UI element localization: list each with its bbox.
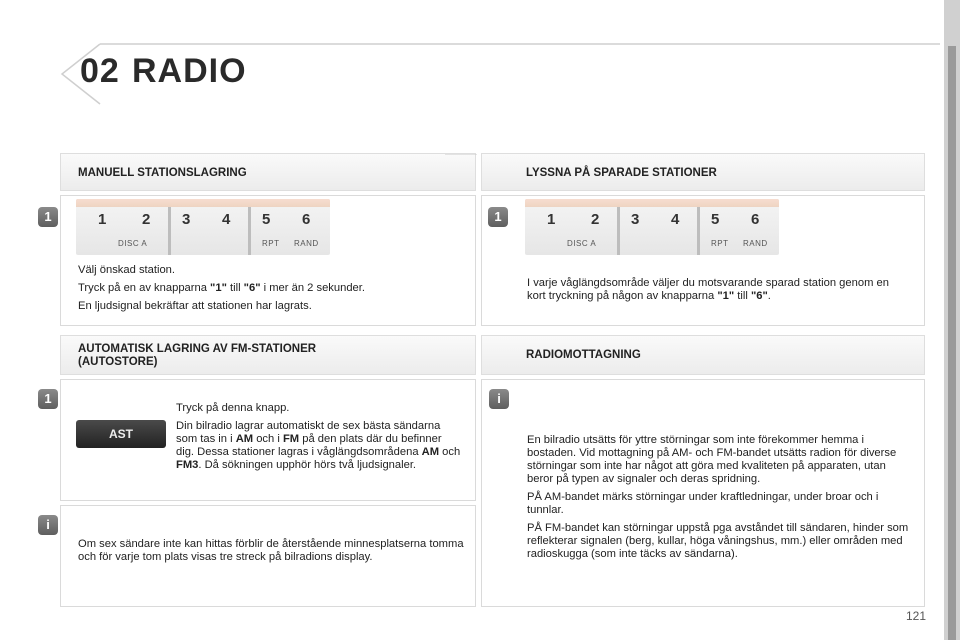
preset-key: 6 xyxy=(302,211,311,228)
section-header-manual xyxy=(60,153,477,191)
step-badge: 1 xyxy=(38,389,58,409)
section-header-listen xyxy=(481,153,925,191)
section-header-autostore xyxy=(60,335,476,375)
autostore-instructions: Tryck på denna knapp. Din bilradio lagra… xyxy=(176,402,461,471)
panel-autostore-info xyxy=(60,505,476,607)
info-icon: i xyxy=(489,389,509,409)
manual-instructions: Välj önskad station. Tryck på en av knap… xyxy=(78,264,365,312)
radio-preset-panel: 1 2 3 4 5 6 DISC A RPT RAND xyxy=(76,199,330,255)
preset-sublabel: RPT xyxy=(711,239,729,248)
section-title-listen: LYSSNA PÅ SPARADE STATIONER xyxy=(526,167,717,179)
header-frame xyxy=(60,43,940,105)
preset-key: 2 xyxy=(591,211,600,228)
preset-sublabel: DISC A xyxy=(118,239,148,248)
step-badge: 1 xyxy=(488,207,508,227)
side-tab-marker xyxy=(948,46,956,640)
preset-key: 2 xyxy=(142,211,151,228)
radio-preset-panel: 1 2 3 4 5 6 DISC A RPT RAND xyxy=(525,199,779,255)
preset-key: 4 xyxy=(222,211,231,228)
step-badge: 1 xyxy=(38,207,58,227)
chapter-number: 02 xyxy=(80,52,120,90)
preset-sublabel: RAND xyxy=(743,239,768,248)
preset-sublabel: DISC A xyxy=(567,239,597,248)
preset-key: 1 xyxy=(547,211,556,228)
autostore-info-text: Om sex sändare inte kan hittas förblir d… xyxy=(78,538,464,563)
section-header-reception xyxy=(481,335,925,375)
preset-key: 5 xyxy=(711,211,720,228)
section-title-autostore: AUTOMATISK LAGRING AV FM-STATIONER (AUTO… xyxy=(78,343,317,368)
section-title-reception: RADIOMOTTAGNING xyxy=(526,349,641,361)
preset-key: 4 xyxy=(671,211,680,228)
reception-text: En bilradio utsätts för yttre störningar… xyxy=(527,434,909,560)
section-title-manual: MANUELL STATIONSLAGRING xyxy=(78,167,247,179)
preset-key: 3 xyxy=(182,211,191,228)
preset-key: 5 xyxy=(262,211,271,228)
preset-sublabel: RPT xyxy=(262,239,280,248)
page-title: RADIO xyxy=(132,52,247,90)
ast-button-image: AST xyxy=(76,420,166,448)
page-number: 121 xyxy=(906,609,927,623)
preset-key: 6 xyxy=(751,211,760,228)
preset-sublabel: RAND xyxy=(294,239,319,248)
preset-key: 1 xyxy=(98,211,107,228)
panel-reception xyxy=(481,379,925,607)
info-icon: i xyxy=(38,515,58,535)
listen-instructions: I varje våglängdsområde väljer du motsva… xyxy=(527,277,889,302)
preset-key: 3 xyxy=(631,211,640,228)
